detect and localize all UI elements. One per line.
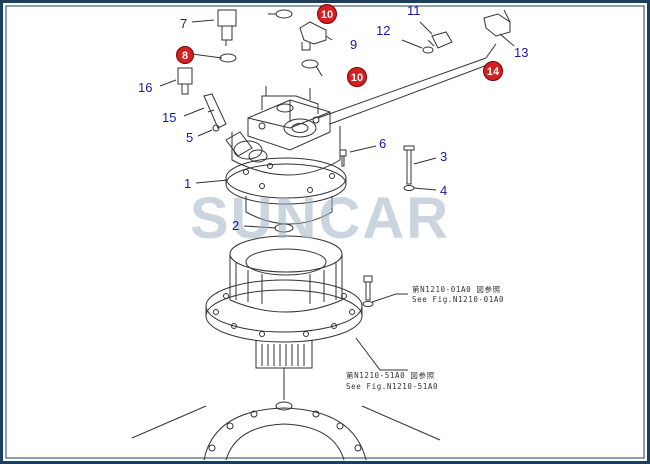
callout-7: 7 — [180, 16, 187, 31]
badge-10-middle: 10 — [347, 67, 367, 87]
watermark: SUNCAR — [190, 186, 450, 251]
svg-text:14: 14 — [487, 66, 500, 78]
svg-text:8: 8 — [182, 50, 188, 62]
linework — [131, 9, 515, 461]
svg-text:10: 10 — [321, 9, 333, 21]
callout-9: 9 — [350, 37, 357, 52]
callout-6: 6 — [379, 136, 386, 151]
note-upper-line1: 第N1210-01A0 図参照 — [412, 284, 501, 294]
callout-2: 2 — [232, 218, 239, 233]
callout-13: 13 — [514, 45, 528, 60]
callout-labels: 1 2 3 4 5 6 7 9 11 12 13 15 16 — [138, 3, 528, 233]
svg-text:10: 10 — [351, 72, 363, 84]
note-lower-line2: See Fig.N1210-51A0 — [346, 382, 438, 391]
note-upper-line2: See Fig.N1210-01A0 — [412, 295, 504, 304]
note-lower-line1: 第N1210-51A0 図参照 — [346, 370, 435, 380]
callout-1: 1 — [184, 176, 191, 191]
badge-10-top: 10 — [317, 4, 337, 24]
badge-8: 8 — [176, 46, 194, 64]
callout-5: 5 — [186, 130, 193, 145]
callout-4: 4 — [440, 183, 447, 198]
callout-3: 3 — [440, 149, 447, 164]
reference-note-upper: 第N1210-01A0 図参照 See Fig.N1210-01A0 — [412, 284, 504, 304]
callout-16: 16 — [138, 80, 152, 95]
badge-14: 14 — [483, 61, 503, 81]
callout-12: 12 — [376, 23, 390, 38]
reference-note-lower: 第N1210-51A0 図参照 See Fig.N1210-51A0 — [346, 370, 438, 391]
callout-11: 11 — [407, 3, 421, 18]
callout-15: 15 — [162, 110, 176, 125]
